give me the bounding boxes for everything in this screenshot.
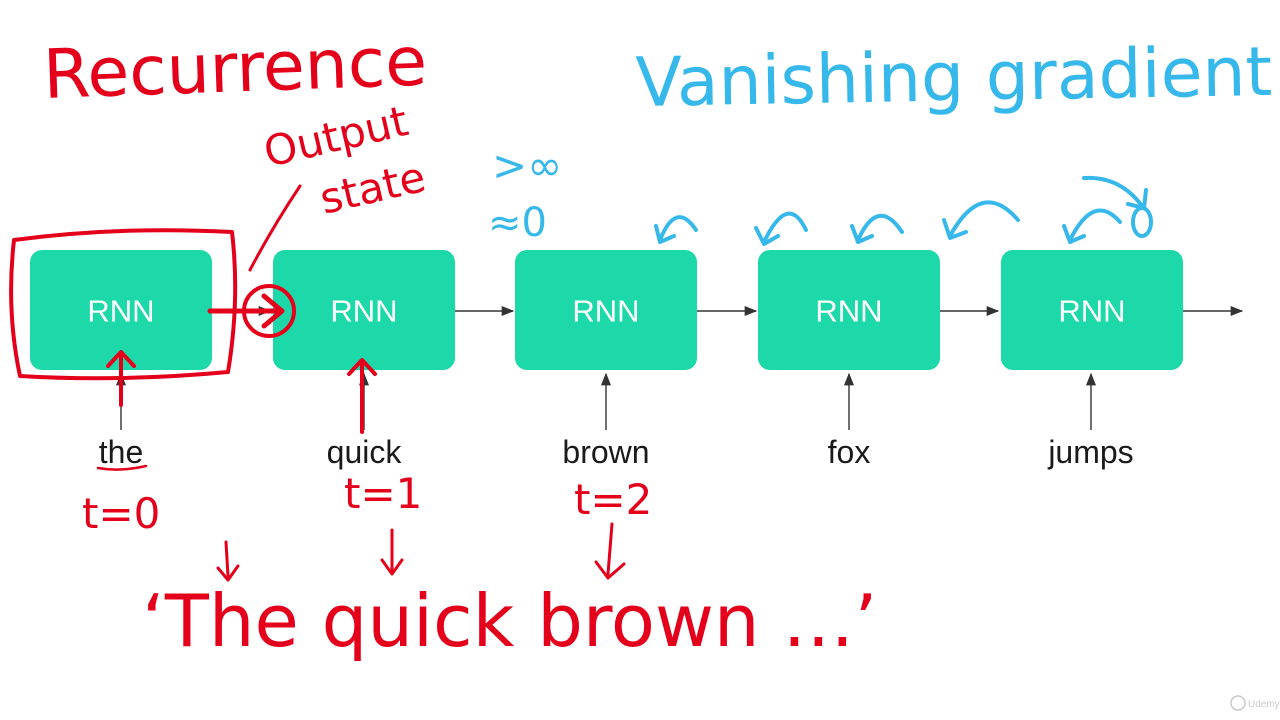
input-word-the: the (99, 434, 143, 470)
small-gradient-marker: ≈0 (488, 200, 547, 246)
input-arrow-highlight-1 (347, 358, 377, 434)
down-arrow-2 (594, 522, 626, 580)
timestep-label-0: t=0 (82, 489, 160, 538)
rnn-label: RNN (330, 294, 397, 329)
gradient-origin-marker (1131, 206, 1153, 238)
sentence-annotation: ‘The quick brown …’ (142, 579, 877, 663)
vanishing-gradient-heading: Vanishing gradient (635, 33, 1273, 123)
rnn-box (758, 250, 940, 370)
input-arrows (115, 372, 1097, 430)
udemy-watermark: Udemy (1230, 695, 1280, 711)
the-underline (96, 464, 148, 471)
backprop-arrow-4 (942, 200, 1020, 240)
input-word-jumps: jumps (1047, 434, 1133, 470)
recurrence-heading: Recurrence (42, 23, 428, 115)
rnn-cell-2: RNN (515, 250, 697, 370)
rnn-label: RNN (87, 294, 154, 329)
input-word-quick: quick (327, 434, 403, 470)
backprop-arrow-1 (654, 215, 698, 244)
output-state-pointer (248, 184, 302, 272)
down-arrow-1 (380, 528, 404, 576)
timestep-label-2: t=2 (574, 475, 652, 524)
rnn-box (30, 250, 212, 370)
first-cell-highlight-box (9, 228, 238, 381)
rnn-cell-3: RNN (758, 250, 940, 370)
down-arrow-0 (216, 540, 240, 582)
input-words: the quick brown fox jumps (99, 434, 1134, 470)
input-arrow-highlight-0 (106, 350, 136, 407)
rnn-cell-4: RNN (1001, 250, 1183, 370)
backprop-arrow-2 (754, 211, 808, 246)
timestep-label-1: t=1 (344, 469, 422, 518)
backprop-arrow-start (1082, 175, 1148, 210)
output-state-label-line2: state (315, 152, 430, 224)
backprop-arrow-5 (1062, 208, 1122, 244)
rnn-label: RNN (1058, 294, 1125, 329)
watermark-text: Udemy (1248, 699, 1280, 710)
rnn-label: RNN (572, 294, 639, 329)
rnn-box (1001, 250, 1183, 370)
udemy-logo-icon (1230, 695, 1246, 711)
rnn-box (273, 250, 455, 370)
output-state-arrow (207, 293, 285, 329)
rnn-cell-0: RNN (30, 250, 212, 370)
blue-annotations: Vanishing gradient >∞ ≈0 (488, 33, 1273, 246)
backprop-arrow-3 (850, 213, 904, 244)
rnn-box (515, 250, 697, 370)
rnn-label: RNN (815, 294, 882, 329)
rnn-cell-1: RNN (273, 250, 455, 370)
input-word-brown: brown (562, 434, 649, 470)
large-gradient-marker: >∞ (492, 141, 562, 190)
input-word-fox: fox (828, 434, 871, 470)
